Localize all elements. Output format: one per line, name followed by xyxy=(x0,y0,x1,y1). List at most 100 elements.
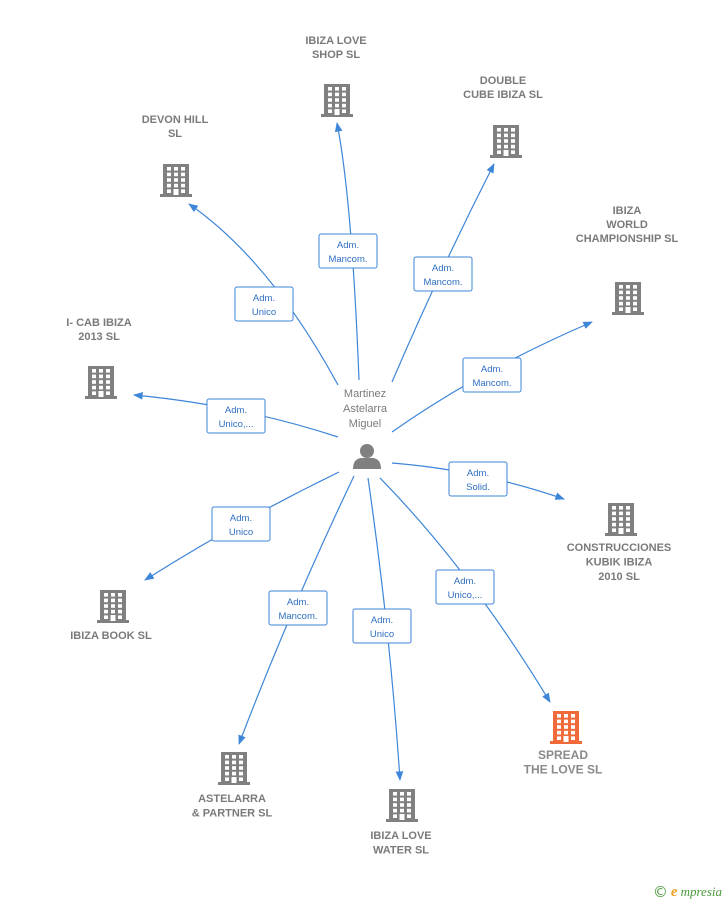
building-icon xyxy=(218,752,250,785)
company-node-double-cube-ibiza[interactable]: DOUBLE CUBE IBIZA SL xyxy=(463,75,543,158)
role-text-line: Mancom. xyxy=(472,378,511,389)
company-label-line: KUBIK IBIZA xyxy=(586,557,653,569)
copyright-icon: © xyxy=(652,883,668,901)
role-text-line: Solid. xyxy=(466,482,490,493)
role-text: Adm.Unico,... xyxy=(448,576,483,601)
company-label-line: & PARTNER SL xyxy=(192,808,273,820)
person-icon xyxy=(353,444,381,469)
role-text-line: Mancom. xyxy=(278,611,317,622)
company-label-line: SL xyxy=(168,128,182,140)
company-node-ibiza-love-water[interactable]: IBIZA LOVE WATER SL xyxy=(370,789,432,857)
company-node-devon-hill[interactable]: DEVON HILL SL xyxy=(142,114,209,197)
role-label-devon-hill[interactable]: Adm. Unico xyxy=(234,286,294,322)
person-name-line: Miguel xyxy=(349,418,381,430)
role-text-line: Unico,... xyxy=(448,590,483,601)
role-box xyxy=(462,357,522,393)
company-label-line: 2010 SL xyxy=(598,571,640,583)
role-text: Adm. Unico xyxy=(370,615,394,640)
company-nodes-layer: IBIZA LOVE SHOP SL DOUBLE CUBE IBIZA SL DEVO… xyxy=(66,35,678,857)
role-box xyxy=(448,461,508,497)
role-text-line: Adm. xyxy=(225,405,247,416)
role-label-astelarra-partner[interactable]: Adm.Mancom. xyxy=(268,590,328,626)
role-label-double-cube-ibiza[interactable]: Adm.Mancom. xyxy=(413,256,473,292)
company-label-line: DEVON HILL xyxy=(142,114,209,126)
building-icon xyxy=(550,711,582,744)
role-box xyxy=(435,569,495,605)
building-icon xyxy=(97,590,129,623)
role-text-line: Unico xyxy=(370,629,394,640)
role-text: Adm. Solid. xyxy=(466,468,490,493)
company-label-line: IBIZA BOOK SL xyxy=(70,630,152,642)
role-text-line: Adm. xyxy=(253,293,275,304)
role-text-line: Unico xyxy=(252,307,276,318)
building-icon xyxy=(386,789,418,822)
role-labels-layer: Adm.Mancom.Adm.Mancom.Adm.UnicoAdm.Manco… xyxy=(206,233,522,644)
company-label-line: CUBE IBIZA SL xyxy=(463,89,543,101)
edge-ibiza-love-shop xyxy=(334,122,360,381)
role-box xyxy=(268,590,328,626)
role-box xyxy=(352,608,412,644)
company-label-line: IBIZA LOVE xyxy=(305,35,366,47)
role-box xyxy=(234,286,294,322)
company-node-ibiza-book[interactable]: IBIZA BOOK SL xyxy=(70,590,152,642)
role-label-ibiza-love-shop[interactable]: Adm.Mancom. xyxy=(318,233,378,269)
person-name-line: Astelarra xyxy=(343,403,388,415)
role-text-line: Adm. xyxy=(337,240,359,251)
role-box xyxy=(206,398,266,434)
role-text-line: Adm. xyxy=(467,468,489,479)
company-label-line: WATER SL xyxy=(373,845,429,857)
role-label-ibiza-book[interactable]: Adm.Unico xyxy=(211,506,271,542)
company-node-ibiza-world-championship[interactable]: IBIZA WORLD CHAMPIONSHIP SL xyxy=(576,205,679,315)
company-label-line: IBIZA LOVE xyxy=(370,830,431,842)
role-label-spread-the-love[interactable]: Adm.Unico,... xyxy=(435,569,495,605)
company-label: IBIZA LOVE WATER SL xyxy=(370,830,431,857)
role-label-i-cab-ibiza-2013[interactable]: Adm.Unico,... xyxy=(206,398,266,434)
role-text: Adm.Unico,... xyxy=(219,405,254,430)
role-text: Adm. Mancom. xyxy=(472,364,511,389)
role-text: Adm.Mancom. xyxy=(278,597,317,622)
company-label-line: 2013 SL xyxy=(78,331,120,343)
company-node-ibiza-love-shop[interactable]: IBIZA LOVE SHOP SL xyxy=(305,35,367,117)
role-label-ibiza-love-water[interactable]: Adm. Unico xyxy=(352,608,412,644)
company-label-line: ASTELARRA xyxy=(198,793,266,805)
role-label-ibiza-world-championship[interactable]: Adm. Mancom. xyxy=(462,357,522,393)
role-text-line: Adm. xyxy=(481,364,503,375)
role-text-line: Adm. xyxy=(371,615,393,626)
company-label-line: IBIZA xyxy=(613,205,642,217)
building-icon xyxy=(160,164,192,197)
building-icon xyxy=(321,84,353,117)
role-text-line: Unico xyxy=(229,527,253,538)
company-label-line: SHOP SL xyxy=(312,49,360,61)
role-text: Adm. Unico xyxy=(252,293,276,318)
person-name-line: Martinez xyxy=(344,388,386,400)
brand-name: mpresia xyxy=(680,884,722,899)
role-box xyxy=(413,256,473,292)
role-box xyxy=(318,233,378,269)
building-icon xyxy=(612,282,644,315)
company-label: IBIZA LOVE SHOP SL xyxy=(305,35,366,61)
role-text-line: Adm. xyxy=(432,263,454,274)
company-node-astelarra-partner[interactable]: ASTELARRA & PARTNER SL xyxy=(192,752,273,820)
company-label-line: CHAMPIONSHIP SL xyxy=(576,233,679,245)
role-text: Adm.Mancom. xyxy=(423,263,462,288)
company-label-line: WORLD xyxy=(606,219,648,231)
company-label: DOUBLE CUBE IBIZA SL xyxy=(463,75,543,101)
role-box xyxy=(211,506,271,542)
company-label: IBIZA WORLD CHAMPIONSHIP SL xyxy=(576,205,679,245)
role-text: Adm.Mancom. xyxy=(328,240,367,265)
brand-initial: e xyxy=(670,883,678,900)
company-label: DEVON HILL SL xyxy=(142,114,209,140)
company-label-line: DOUBLE xyxy=(480,75,526,87)
company-label: IBIZA BOOK SL xyxy=(70,630,152,642)
role-label-construcciones-kubik-ibiza[interactable]: Adm. Solid. xyxy=(448,461,508,497)
company-label: ASTELARRA & PARTNER SL xyxy=(192,793,273,820)
